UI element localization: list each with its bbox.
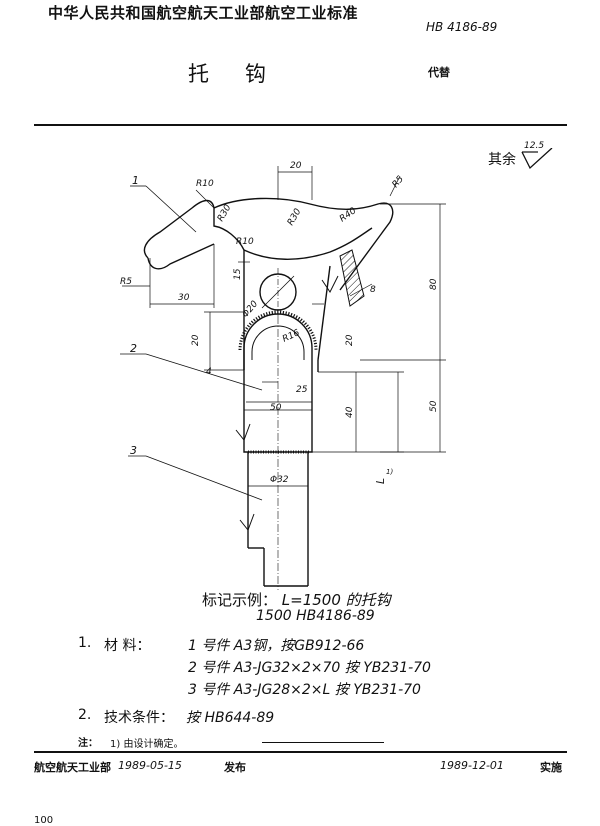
dim-phi32: Φ32 [270, 475, 289, 485]
hatched-section [339, 249, 365, 307]
roughness-value: 12.5 [524, 141, 545, 151]
top-rule [34, 124, 567, 126]
dim-l-footnote: 1) [386, 468, 393, 476]
roughness-label: 其余 [488, 152, 516, 168]
material-label: 材 料： [104, 638, 151, 654]
dim-8: 8 [370, 285, 376, 295]
dim-r5: R5 [120, 277, 132, 287]
material-line-3: 3 号件 A3-JG28×2×L 按 YB231-70 [188, 682, 421, 698]
dim-40: 40 [345, 406, 355, 418]
material-line-2: 2 号件 A3-JG32×2×70 按 YB231-70 [188, 660, 431, 676]
signature-rule [262, 742, 384, 743]
dim-4: 4 [206, 367, 212, 377]
marking-example-label: 标记示例： [202, 591, 278, 609]
dim-80: 80 [429, 278, 439, 290]
note-text: 1) 由设计确定。 [110, 739, 184, 750]
issue-date: 1989-05-15 [118, 759, 182, 772]
dim-length-l: L [374, 478, 387, 484]
hook-drawing: 20 R10 R30 R10 R5 30 R30 R40 R5 15 Φ20 8… [120, 161, 446, 590]
dim-30: 30 [178, 293, 190, 303]
dim-r5-right: R5 [391, 174, 407, 190]
note-label: 注： [78, 738, 98, 749]
standard-title: 中华人民共和国航空航天工业部航空工业标准 [48, 4, 359, 22]
dim-15: 15 [233, 268, 243, 280]
dim-r30-right: R30 [286, 207, 304, 228]
issuer: 航空航天工业部 [34, 761, 111, 774]
supersede-label: 代替 [428, 66, 450, 79]
page-number: 100 [34, 815, 54, 826]
dim-r16: R16 [281, 328, 302, 345]
implementation-label: 实施 [540, 761, 562, 774]
tech-label: 技术条件： [104, 710, 174, 726]
material-number: 1. [78, 635, 92, 651]
callout-3: 3 [130, 444, 137, 457]
tech-number: 2. [78, 707, 92, 723]
dim-r10-top: R10 [196, 179, 214, 189]
callout-2: 2 [130, 342, 137, 355]
implementation-date: 1989-12-01 [440, 759, 504, 772]
document-title: 托钩 [188, 62, 302, 86]
dim-20-top: 20 [290, 161, 302, 171]
roughness-symbol-icon [521, 148, 553, 170]
dim-r10-mid: R10 [236, 237, 254, 247]
dim-50-vertical: 50 [429, 400, 439, 412]
part-3-tube [247, 452, 309, 587]
marking-example: 标记示例： L=1500 的托钩 [202, 589, 391, 610]
marking-example-code: 1500 HB4186-89 [256, 608, 375, 624]
material-line-1: 1 号件 A3钢，按GB912-66 [188, 638, 365, 654]
dim-50-horizontal: 50 [270, 403, 282, 413]
dim-20-left: 20 [191, 334, 201, 346]
bottom-rule [34, 751, 567, 753]
tech-value: 按 HB644-89 [186, 710, 275, 726]
standard-code: HB 4186-89 [426, 20, 498, 34]
dim-25: 25 [296, 385, 308, 395]
issue-label: 发布 [224, 761, 246, 774]
dim-20-right: 20 [345, 334, 355, 346]
marking-example-text: L=1500 的托钩 [281, 591, 391, 609]
callout-1: 1 [132, 174, 139, 187]
